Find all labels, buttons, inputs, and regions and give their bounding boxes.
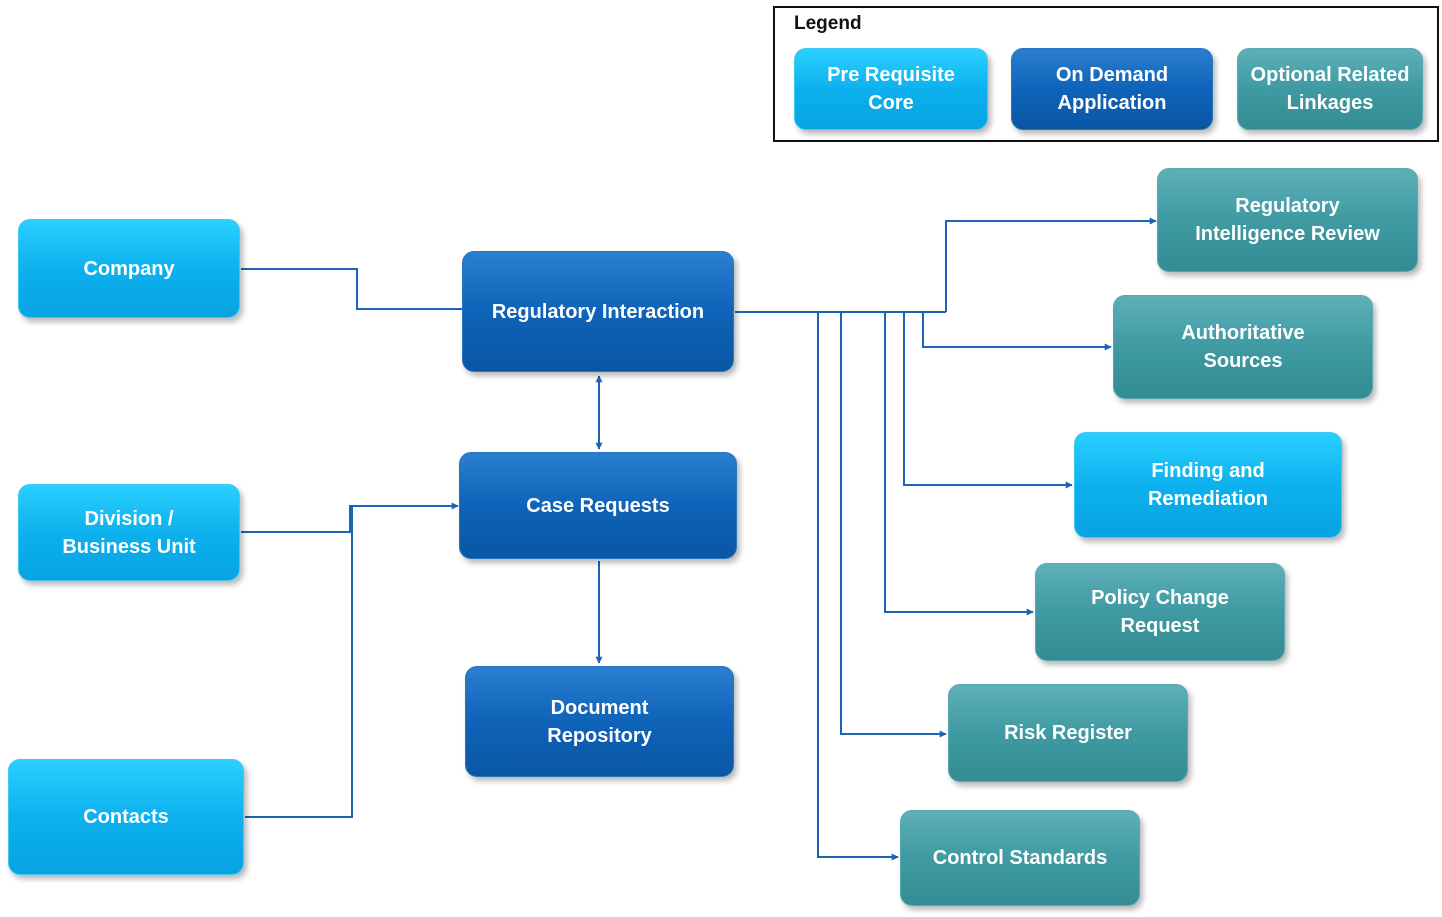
node-division-business-unit[interactable]: Division / Business Unit [18, 484, 240, 581]
node-authoritative-sources-label: Authoritative Sources [1181, 322, 1305, 372]
node-regulatory-interaction[interactable]: Regulatory Interaction [462, 251, 734, 372]
node-document-repository[interactable]: Document Repository [465, 666, 734, 777]
node-regulatory-intelligence-review-label: Regulatory Intelligence Review [1195, 195, 1380, 245]
legend-box: Legend Pre Requisite Core On Demand Appl… [773, 6, 1439, 142]
node-control-standards[interactable]: Control Standards [900, 810, 1140, 906]
legend-optional-related-linkages: Optional Related Linkages [1237, 48, 1423, 130]
legend-on-demand-application: On Demand Application [1011, 48, 1213, 130]
node-regulatory-interaction-label: Regulatory Interaction [491, 300, 705, 323]
node-contacts[interactable]: Contacts [8, 759, 244, 875]
node-case-requests[interactable]: Case Requests [459, 452, 737, 559]
node-case-requests-label: Case Requests [526, 494, 670, 517]
edge-to-finding-remediation [903, 312, 1073, 489]
node-contacts-label: Contacts [83, 806, 169, 828]
legend-prerequisite-label: Pre Requisite Core [827, 64, 955, 114]
edge-company-to-regulatory-interaction [241, 268, 462, 310]
node-regulatory-intelligence-review[interactable]: Regulatory Intelligence Review [1157, 168, 1418, 272]
node-risk-register-label: Risk Register [1004, 722, 1132, 744]
node-document-repository-label: Document Repository [547, 696, 652, 747]
node-authoritative-sources[interactable]: Authoritative Sources [1113, 295, 1373, 399]
node-policy-change-request-label: Policy Change Request [1091, 587, 1229, 637]
legend-prerequisite-core: Pre Requisite Core [794, 48, 988, 130]
node-risk-register[interactable]: Risk Register [948, 684, 1188, 782]
legend-title: Legend [794, 13, 862, 34]
legend-on-demand-label: On Demand Application [1055, 64, 1169, 114]
edge-to-policy-change-request [884, 312, 1034, 616]
node-finding-remediation[interactable]: Finding and Remediation [1074, 432, 1342, 538]
node-company[interactable]: Company [18, 219, 240, 318]
node-policy-change-request[interactable]: Policy Change Request [1035, 563, 1285, 661]
edge-to-authoritative-sources [922, 312, 1112, 351]
node-control-standards-label: Control Standards [932, 847, 1108, 869]
edge-to-control-standards [817, 312, 899, 861]
edge-division-to-case-requests [241, 502, 459, 533]
edge-to-regulatory-intelligence-review [945, 217, 1157, 312]
node-division-label: Division / Business Unit [62, 507, 196, 558]
edge-to-risk-register [840, 312, 947, 738]
edge-contacts-to-case-requests [245, 506, 353, 818]
legend-optional-label: Optional Related Linkages [1250, 64, 1410, 114]
node-finding-remediation-label: Finding and Remediation [1147, 460, 1269, 510]
node-company-label: Company [83, 257, 175, 280]
